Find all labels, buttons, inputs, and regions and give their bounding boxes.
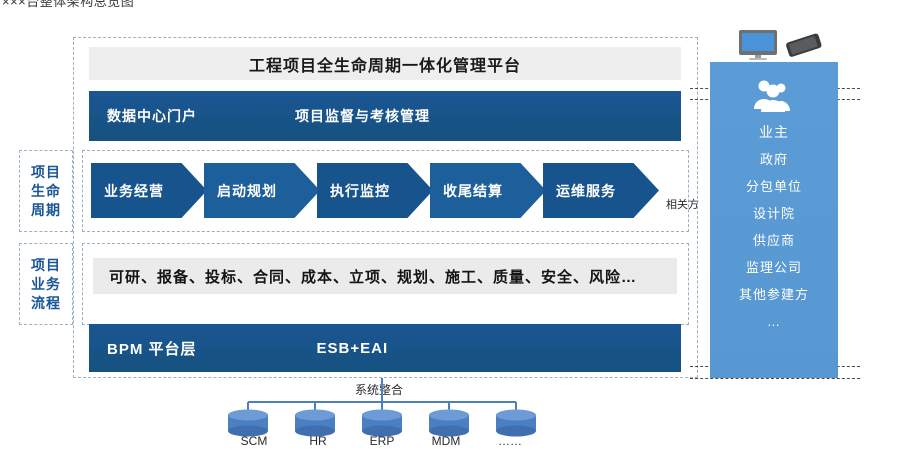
database-label-hr: HR: [309, 434, 327, 448]
chevron-shape: [430, 163, 546, 218]
platform-title: 工程项目全生命周期一体化管理平台: [248, 57, 521, 75]
database-cylinder: [295, 409, 335, 437]
stakeholder-item-1[interactable]: 政府: [759, 152, 788, 167]
system-integration-tree: [222, 378, 542, 443]
people-group-icon: [747, 78, 801, 117]
lifecycle-band: [82, 150, 689, 232]
lifecycle-stage-1[interactable]: 业务经营: [91, 163, 207, 218]
business-process-side-label: 项目业务流程: [19, 243, 73, 325]
stakeholder-item-7: …: [767, 314, 781, 329]
business-process-bar: 可研、报备、投标、合同、成本、立项、规划、施工、质量、安全、风险…: [93, 258, 677, 294]
database-cylinder: [362, 409, 402, 437]
desktop-monitor-icon: [739, 30, 777, 60]
stakeholder-connector-line: [690, 378, 860, 379]
esb-eai-label: ESB+EAI: [316, 339, 389, 357]
stakeholder-item-3[interactable]: 设计院: [752, 206, 795, 221]
platform-frame: [73, 37, 698, 378]
stakeholder-connector-label: 相关方: [666, 199, 699, 211]
lifecycle-stage-label: 启动规划: [217, 182, 277, 199]
stakeholder-item-4[interactable]: 供应商: [752, 233, 795, 248]
smartphone-icon: [786, 33, 822, 57]
device-icons: [731, 28, 831, 61]
stakeholder-item-2[interactable]: 分包单位: [745, 179, 802, 194]
bpm-platform-bar: BPM 平台层 ESB+EAI: [89, 324, 681, 372]
data-center-portal-label: 数据中心门户: [107, 108, 197, 124]
lifecycle-stage-3[interactable]: 执行监控: [317, 163, 433, 218]
chevron-shape: [204, 163, 320, 218]
platform-title-band: 工程项目全生命周期一体化管理平台: [89, 47, 681, 80]
database-cylinder: [228, 409, 268, 437]
database-cylinder: [496, 409, 536, 437]
lifecycle-stage-4[interactable]: 收尾结算: [430, 163, 546, 218]
stakeholder-item-5[interactable]: 监理公司: [745, 260, 802, 275]
portal-bar: 数据中心门户 项目监督与考核管理: [89, 91, 681, 141]
lifecycle-stage-label: 执行监控: [330, 182, 390, 199]
lifecycle-side-label: 项目生命周期: [19, 150, 73, 232]
lifecycle-stage-label: 业务经营: [104, 182, 164, 199]
lifecycle-stage-2[interactable]: 启动规划: [204, 163, 320, 218]
database-label-row: SCM HR ERP MDM ……: [222, 434, 542, 448]
chevron-shape: [317, 163, 433, 218]
lifecycle-stage-label: 收尾结算: [443, 182, 503, 199]
business-process-items: 可研、报备、投标、合同、成本、立项、规划、施工、质量、安全、风险…: [109, 268, 638, 286]
database-label-mdm: MDM: [431, 434, 461, 448]
stakeholder-item-6[interactable]: 其他参建方: [738, 287, 809, 302]
database-label-erp: ERP: [369, 434, 395, 448]
chevron-shape: [543, 163, 659, 218]
project-supervision-label: 项目监督与考核管理: [295, 108, 430, 124]
stakeholder-item-0[interactable]: 业主: [759, 124, 789, 140]
lifecycle-stage-label: 运维服务: [556, 182, 616, 199]
database-label-more: ……: [498, 434, 522, 448]
diagram-caption: ×××台整体架构总览图: [2, 0, 135, 9]
stakeholder-panel: 业主 政府 分包单位 设计院 供应商 监理公司 其他参建方 …: [710, 62, 838, 378]
lifecycle-stage-row: 业务经营 启动规划 执行监控 收尾结算 运维服务: [91, 163, 671, 218]
lifecycle-side-label-text: 项目生命周期: [31, 163, 61, 218]
system-integration-label: 系统整合: [352, 381, 407, 398]
business-process-side-label-text: 项目业务流程: [31, 256, 61, 311]
chevron-shape: [91, 163, 207, 218]
database-label-scm: SCM: [240, 434, 268, 448]
lifecycle-stage-5[interactable]: 运维服务: [543, 163, 659, 218]
bpm-layer-label: BPM 平台层: [107, 340, 197, 358]
database-cylinder: [429, 409, 469, 437]
